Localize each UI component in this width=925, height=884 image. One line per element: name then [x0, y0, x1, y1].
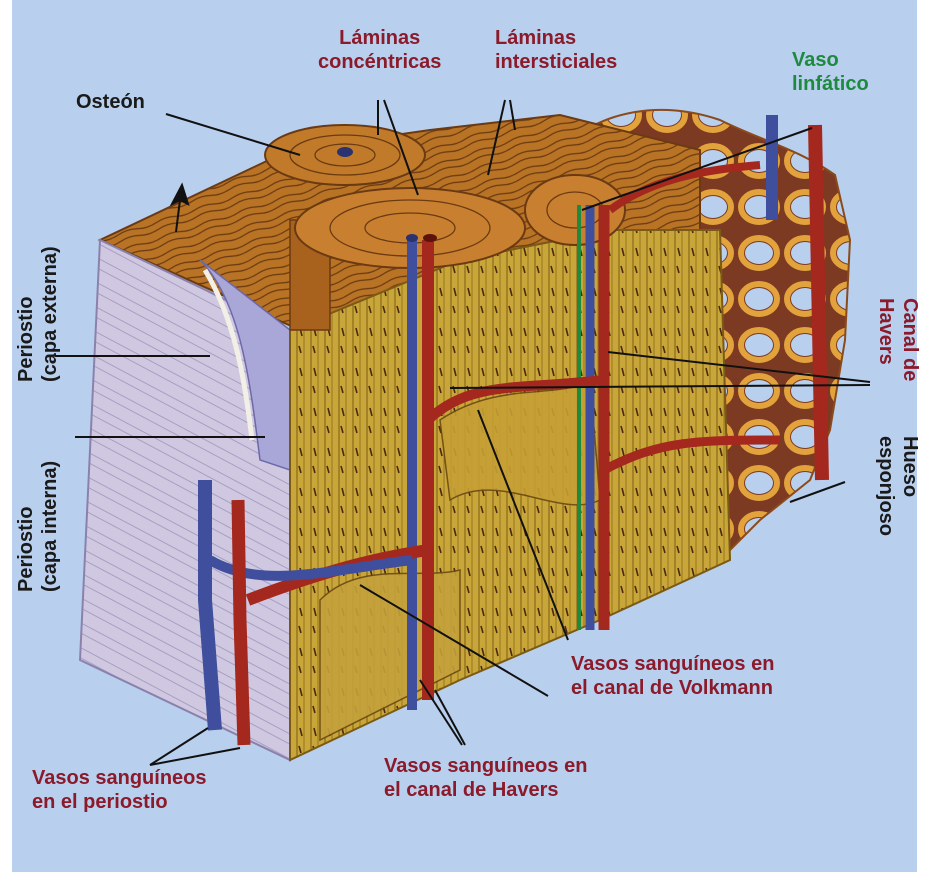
leader-concentricas-b [383, 99, 419, 196]
leader-volkmann-b [359, 584, 549, 697]
label-periostio-interna: Periostio (capa interna) [15, 460, 61, 592]
label-vaso-linfatico: Vaso linfático [792, 49, 869, 95]
leader-volkmann-a [477, 409, 569, 641]
leader-havers-canal-b [434, 689, 466, 746]
leader-osteon [165, 113, 301, 156]
label-vasos-periostio: Vasos sanguíneos en el periostio [32, 767, 207, 813]
leader-havers-b [449, 384, 871, 389]
label-hueso-esponjoso: Hueso esponjoso [875, 436, 921, 537]
label-canal-havers: Canal de Havers [875, 298, 921, 382]
label-laminas-intersticiales: Láminas intersticiales [495, 27, 618, 73]
osteon-cylinders [264, 124, 626, 331]
periosteum-layer [78, 238, 291, 762]
leader-intersticiales-a [487, 99, 506, 176]
leader-linfatico [581, 127, 813, 211]
label-vasos-havers: Vasos sanguíneos en el canal de Havers [384, 755, 588, 801]
leader-esponjoso [789, 481, 846, 503]
leader-havers-canal-a [419, 679, 463, 746]
leader-havers-a [607, 351, 871, 383]
label-osteon: Osteón [76, 91, 145, 113]
leader-periostio-vasos-b [149, 747, 241, 766]
leader-intersticiales-b [509, 99, 516, 131]
label-laminas-concentricas: Láminas concéntricas [318, 27, 442, 73]
label-periostio-externa: Periostio (capa externa) [15, 246, 61, 382]
surface-arrow-icon [169, 182, 190, 233]
leader-periostio-vasos-a [149, 727, 209, 766]
blood-vessels [198, 115, 829, 746]
leader-lines [55, 99, 871, 766]
label-vasos-volkmann: Vasos sanguíneos en el canal de Volkmann [571, 653, 775, 699]
